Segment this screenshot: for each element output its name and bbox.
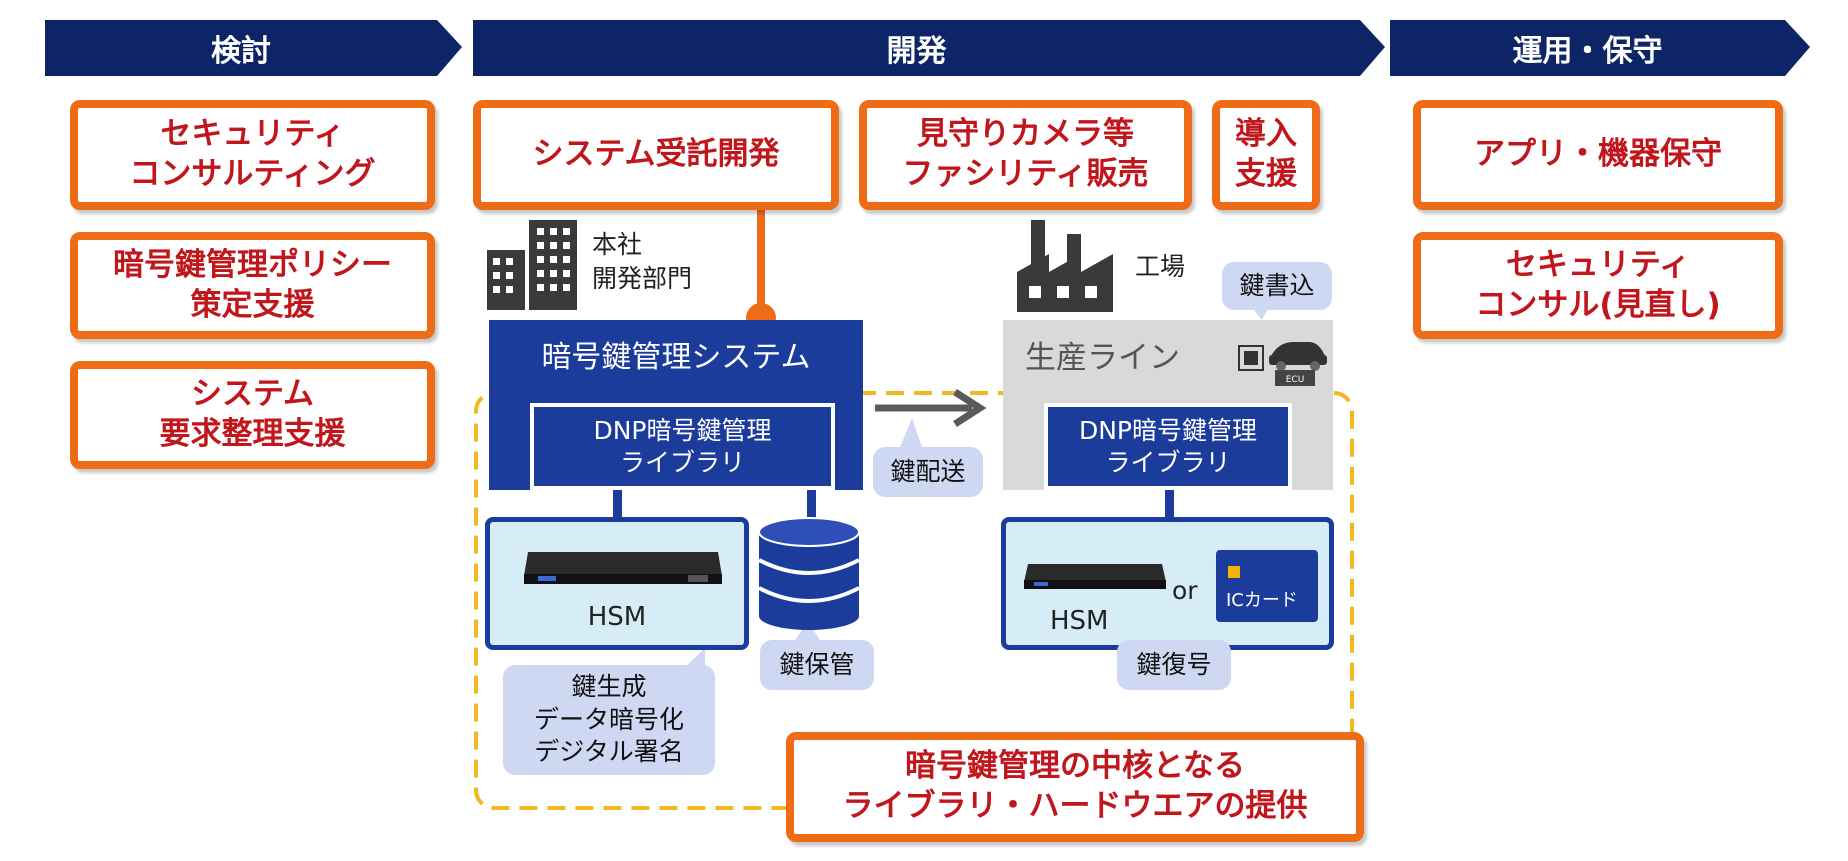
phase-arrow-operation <box>1390 20 1810 76</box>
factory-label: 工場 <box>1135 252 1186 281</box>
hsm-device-icon <box>1024 564 1166 589</box>
contract-development-box: システム受託開発 <box>473 100 839 210</box>
key-operations-callout: 鍵生成 データ暗号化 デジタル署名 <box>503 665 715 775</box>
hq-dev-dept-label: 本社 開発部門 <box>592 230 693 293</box>
phase-arrow-development <box>473 20 1385 76</box>
office-building-icon <box>487 220 577 310</box>
security-review-box: セキュリティ コンサル(見直し) <box>1413 232 1783 339</box>
factory-hsm-box: HSM or ICカード <box>1001 517 1334 650</box>
ic-card: ICカード <box>1216 550 1318 622</box>
phase-review-label: 検討 <box>211 34 271 69</box>
phase-development-label: 開発 <box>886 34 947 69</box>
hsm-device-icon <box>524 552 722 584</box>
key-storage-callout: 鍵保管 <box>760 640 874 690</box>
key-storage-tail <box>795 622 820 640</box>
facility-sales-box: 見守りカメラ等 ファシリティ販売 <box>859 100 1192 210</box>
delivery-arrow-head <box>953 389 987 427</box>
security-consulting-box: セキュリティ コンサルティング <box>70 100 435 210</box>
factory-icon <box>1017 220 1113 312</box>
key-delivery-callout: 鍵配送 <box>873 447 983 497</box>
core-library-hardware-box: 暗号鍵管理の中核となる ライブラリ・ハードウエアの提供 <box>786 732 1364 842</box>
policy-support-box: 暗号鍵管理ポリシー 策定支援 <box>70 232 435 339</box>
database-icon <box>758 517 860 630</box>
factory-hsm-label: HSM <box>1050 606 1109 636</box>
phase-operation-label: 運用・保守 <box>1512 34 1663 69</box>
hq-hsm-box: HSM <box>485 517 749 650</box>
key-decrypt-callout: 鍵復号 <box>1117 640 1231 690</box>
ecu-label: ECU <box>1286 375 1305 385</box>
hq-lib-db-link <box>807 490 816 520</box>
hq-dnp-library: DNP暗号鍵管理 ライブラリ <box>530 403 835 490</box>
or-label: or <box>1172 576 1198 605</box>
factory-dnp-library: DNP暗号鍵管理 ライブラリ <box>1044 403 1292 490</box>
hq-lib-hsm-link <box>613 490 622 520</box>
requirements-support-box: システム 要求整理支援 <box>70 361 435 469</box>
key-delivery-tail <box>900 418 922 447</box>
factory-lib-hsm-link <box>1165 490 1174 520</box>
phase-arrow-review <box>45 20 462 76</box>
key-write-callout: 鍵書込 <box>1222 262 1332 310</box>
ic-card-label: ICカード <box>1226 590 1298 611</box>
app-device-maintenance-box: アプリ・機器保守 <box>1413 100 1783 210</box>
ic-chip-icon <box>1228 566 1240 578</box>
ecu-car-icon: ECU <box>1238 342 1327 386</box>
hq-hsm-label: HSM <box>587 602 647 632</box>
hq-system-title: 暗号鍵管理システム <box>541 340 811 375</box>
introduction-support-box: 導入 支援 <box>1212 100 1320 210</box>
production-line-title: 生産ライン <box>1025 340 1180 376</box>
